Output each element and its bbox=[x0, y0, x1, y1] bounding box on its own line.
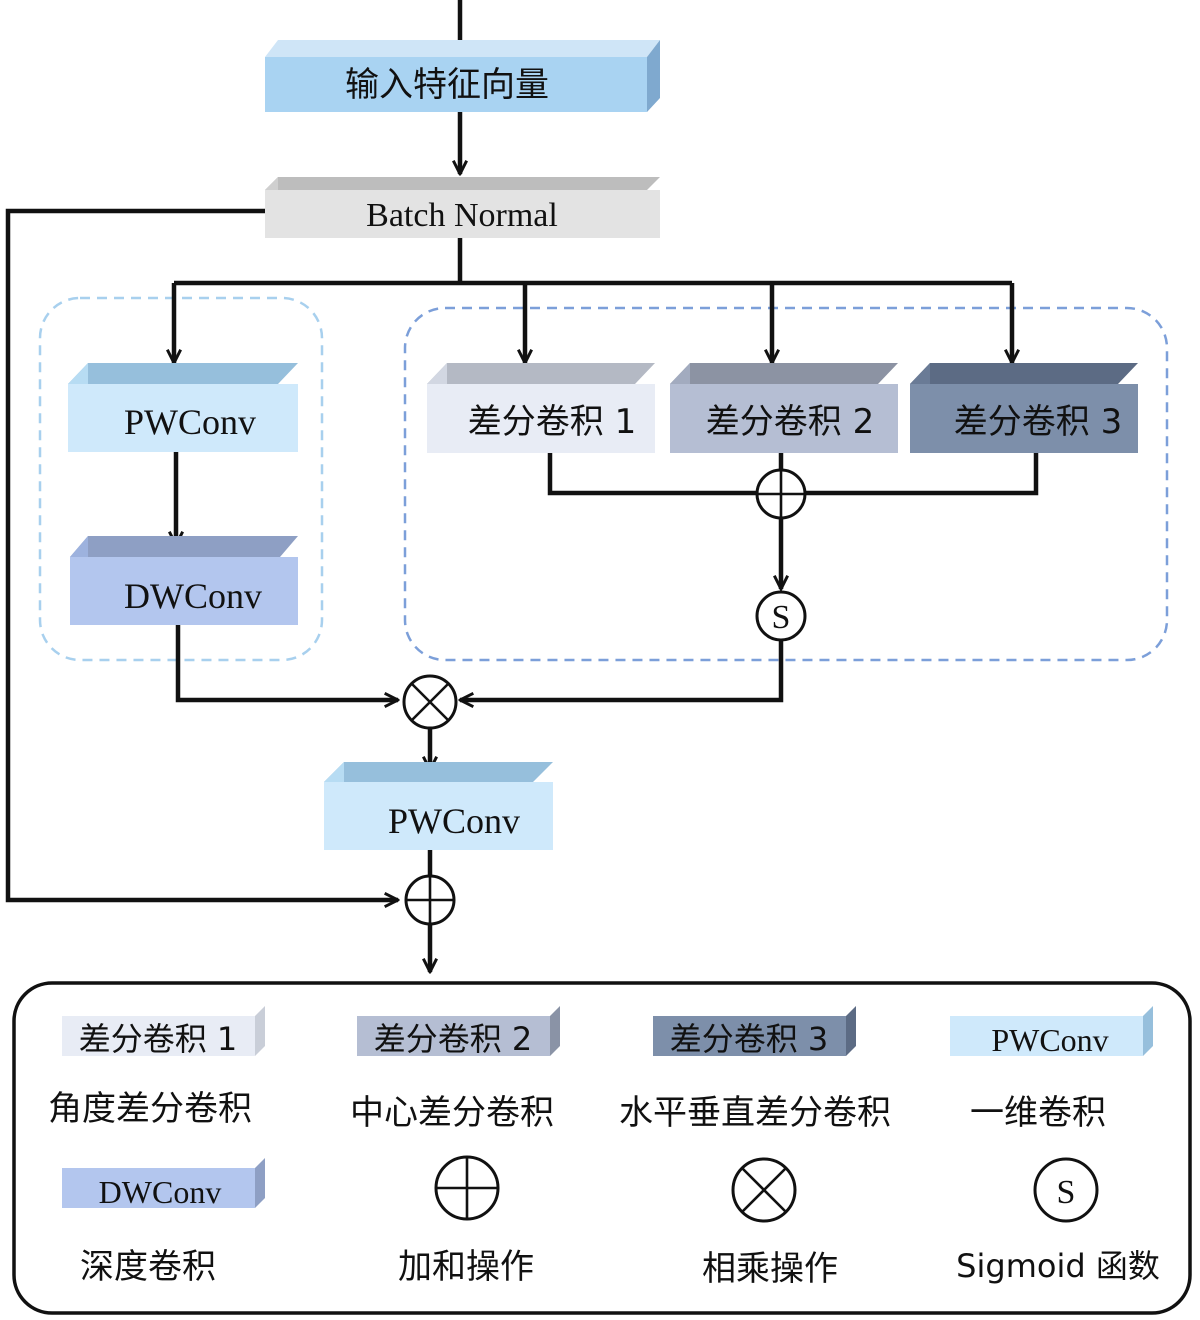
sigmoid-operator: S bbox=[755, 590, 807, 642]
legend-plus-desc: 加和操作 bbox=[398, 1247, 534, 1287]
legend-sigmoid-desc: Sigmoid 函数 bbox=[956, 1247, 1160, 1285]
diff-conv-2-block: 差分卷积 2 bbox=[670, 363, 898, 453]
diff-conv-1-label: 差分卷积 1 bbox=[468, 402, 636, 442]
arrow-sigmoid-to-multiply bbox=[460, 640, 784, 700]
legend-frame bbox=[12, 981, 1192, 1315]
legend-diff-conv-3-symbol: 差分卷积 3 bbox=[653, 1006, 856, 1058]
legend-multiply-icon bbox=[731, 1157, 797, 1223]
multiply-operator bbox=[402, 674, 458, 730]
residual-sum-operator bbox=[404, 874, 456, 926]
diff-conv-1-block: 差分卷积 1 bbox=[427, 363, 655, 453]
dwconv-block: DWConv bbox=[70, 536, 298, 625]
residual-line bbox=[5, 208, 398, 900]
legend-dwconv-symbol: DWConv bbox=[62, 1158, 265, 1210]
legend-diff-conv-2-desc: 中心差分卷积 bbox=[350, 1093, 554, 1133]
legend-multiply-desc: 相乘操作 bbox=[702, 1249, 838, 1289]
diff-conv-3-label: 差分卷积 3 bbox=[954, 402, 1122, 442]
legend: 差分卷积 1 角度差分卷积 差分卷积 2 中心差分卷积 差分卷积 3 水平垂直差… bbox=[12, 981, 1192, 1315]
legend-diff-conv-3-text: 差分卷积 3 bbox=[670, 1020, 829, 1058]
legend-diff-conv-2-text: 差分卷积 2 bbox=[374, 1020, 533, 1058]
batch-normal-label: Batch Normal bbox=[366, 197, 558, 234]
pwconv-bottom-block: PWConv bbox=[324, 762, 553, 850]
pwconv-bottom-label: PWConv bbox=[388, 801, 520, 841]
legend-pwconv-desc: 一维卷积 bbox=[970, 1093, 1106, 1133]
dwconv-label: DWConv bbox=[124, 576, 262, 616]
sigmoid-operator-label: S bbox=[772, 599, 791, 636]
difference-conv-branch-group bbox=[403, 306, 1169, 662]
diff-conv-3-block: 差分卷积 3 bbox=[910, 363, 1138, 453]
legend-diff-conv-3-desc: 水平垂直差分卷积 bbox=[619, 1093, 891, 1133]
legend-diff-conv-1-symbol: 差分卷积 1 bbox=[62, 1006, 265, 1058]
arrow-dwconv-to-multiply bbox=[175, 625, 398, 700]
legend-plus-icon bbox=[434, 1155, 500, 1221]
connections bbox=[5, 0, 1039, 972]
legend-diff-conv-1-text: 差分卷积 1 bbox=[79, 1020, 238, 1058]
legend-dwconv-desc: 深度卷积 bbox=[80, 1247, 216, 1287]
input-feature-block: 输入特征向量 bbox=[265, 40, 660, 112]
legend-sigmoid-icon: S bbox=[1033, 1157, 1099, 1223]
input-feature-label: 输入特征向量 bbox=[345, 65, 549, 105]
legend-diff-conv-1-desc: 角度差分卷积 bbox=[48, 1089, 252, 1129]
pwconv-left-label: PWConv bbox=[124, 402, 256, 442]
batch-normal-block: Batch Normal bbox=[265, 177, 660, 238]
diff-conv-2-label: 差分卷积 2 bbox=[706, 402, 874, 442]
diff-sum-operator bbox=[755, 468, 807, 520]
legend-sigmoid-symbol: S bbox=[1057, 1174, 1076, 1211]
legend-dwconv-text: DWConv bbox=[99, 1174, 222, 1210]
pwconv-left-block: PWConv bbox=[68, 363, 298, 452]
legend-diff-conv-2-symbol: 差分卷积 2 bbox=[357, 1006, 560, 1058]
legend-pwconv-symbol: PWConv bbox=[950, 1006, 1153, 1058]
legend-pwconv-text: PWConv bbox=[991, 1022, 1108, 1058]
